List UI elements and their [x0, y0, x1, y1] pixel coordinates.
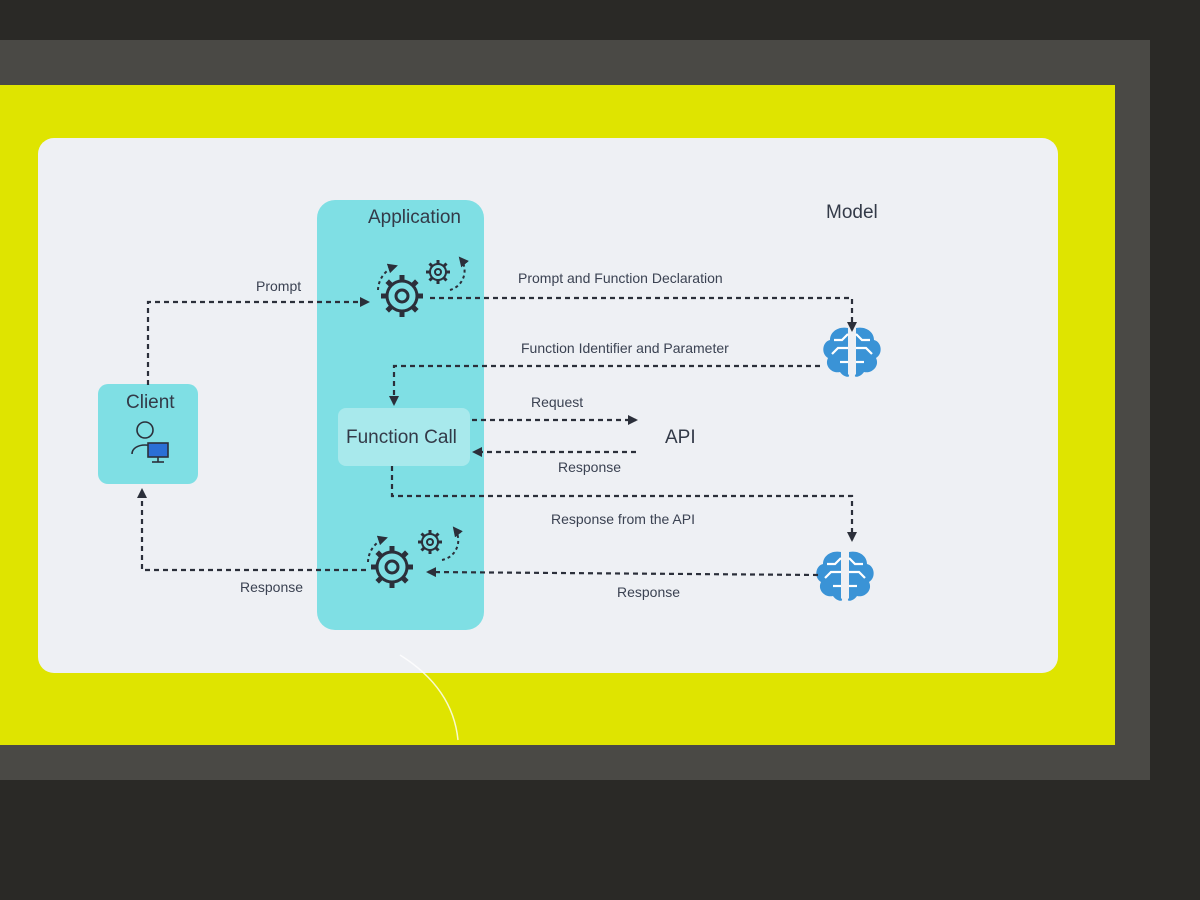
response-from-api-edge-label: Response from the API	[551, 511, 695, 527]
model-response-edge-label: Response	[617, 584, 681, 600]
function-call-label: Function Call	[346, 427, 457, 448]
model-brain-icon-bottom	[815, 550, 875, 602]
client-response-edge-label: Response	[240, 579, 304, 595]
user-computer-icon	[131, 421, 169, 463]
arrow-prompt-declaration	[430, 296, 857, 332]
arrow-function-identifier	[389, 364, 820, 406]
function-call-node	[338, 408, 470, 466]
prompt-edge-label: Prompt	[256, 278, 302, 294]
api-label: API	[665, 427, 696, 448]
api-response-edge-label: Response	[558, 459, 622, 475]
diagram-card	[38, 138, 1058, 673]
function-identifier-edge-label: Function Identifier and Parameter	[521, 340, 729, 356]
gear-icon-top	[377, 256, 469, 317]
arrow-client-response	[137, 488, 366, 572]
decorative-curve	[399, 654, 459, 741]
client-label: Client	[126, 392, 175, 413]
application-label: Application	[368, 207, 461, 228]
model-brain-icon-top	[822, 326, 882, 378]
model-label: Model	[826, 202, 878, 223]
gear-icon-bottom	[367, 526, 463, 588]
request-edge-label: Request	[531, 394, 584, 410]
client-node	[98, 384, 198, 484]
prompt-declaration-edge-label: Prompt and Function Declaration	[518, 270, 723, 286]
arrow-model-response	[426, 567, 819, 578]
arrow-prompt	[146, 297, 370, 385]
arrow-response-from-api	[390, 466, 857, 542]
